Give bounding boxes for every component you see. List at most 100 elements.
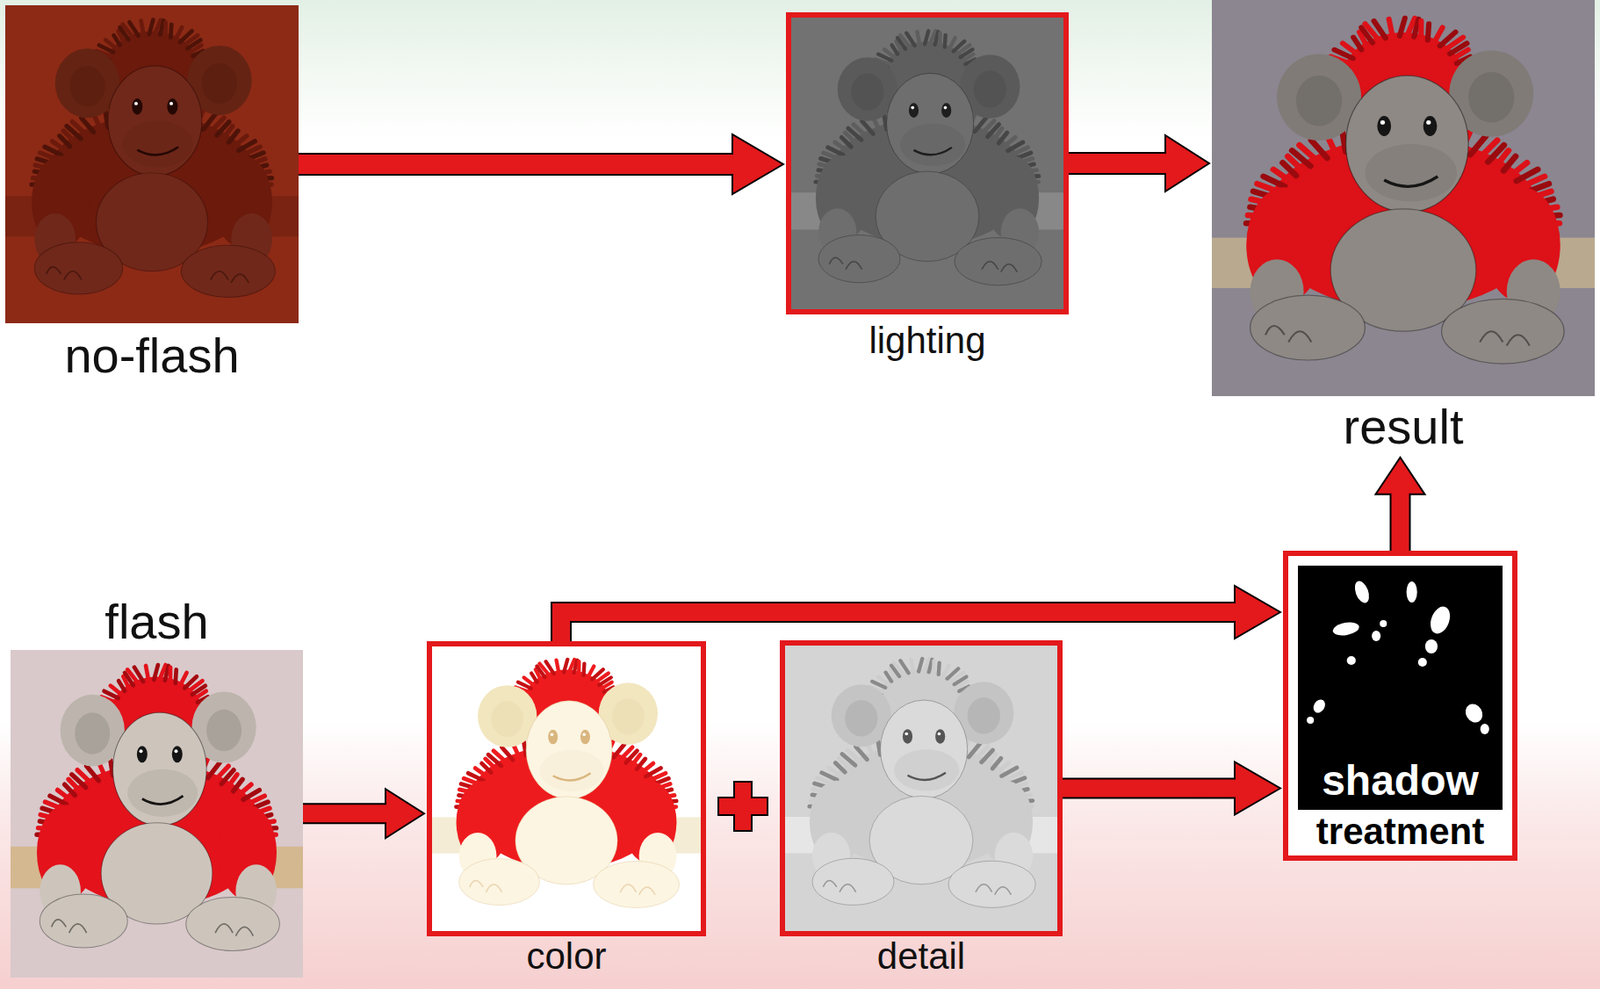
illustration-shape [1211,0,1595,397]
illustration-shape [166,98,178,115]
illustration-shape [861,121,873,135]
photo-illustration [785,645,1058,931]
illustration-shape [850,72,884,110]
illustration-shape [1426,120,1431,125]
illustration-shape [136,745,148,763]
illustration-shape [1346,75,1470,213]
illustration-shape [201,63,238,104]
illustration-shape [1297,565,1503,810]
illustration-shape [501,747,513,761]
image-panel: result [1211,0,1595,455]
illustration-shape [1374,21,1386,38]
arrow-connector [302,788,425,838]
panel-label: no-flash [64,328,239,384]
panel-label: flash [104,594,209,650]
illustration-shape [127,768,198,816]
illustration-shape [180,672,187,685]
illustration-shape [105,40,116,50]
illustration-shape [145,665,149,681]
illustration-shape [233,778,243,791]
illustration-shape [526,700,613,800]
illustration-shape [175,27,182,40]
illustration-shape [580,729,591,744]
image-panel: color [426,641,707,976]
illustration-shape [34,242,123,295]
panel-label: shadow [1321,757,1479,805]
illustration-shape [588,666,595,678]
arrow-connector [1376,457,1426,551]
plus-symbol [718,781,768,831]
illustration-shape [1376,115,1391,137]
photo-panel [785,12,1069,315]
illustration-shape [142,795,184,804]
illustration-shape [886,72,974,174]
arrow-shaft [561,612,1239,642]
illustration-shape [553,772,591,780]
illustration-shape [1423,115,1438,137]
illustration-shape [168,666,173,681]
illustration-shape [1332,620,1361,638]
illustration-shape [563,659,568,673]
illustration-shape [918,658,923,672]
illustration-shape [141,20,145,35]
illustration-shape [180,245,275,297]
arrowhead [1376,457,1426,495]
illustration-shape [131,98,143,115]
illustration-shape [929,659,933,673]
arrowhead [1234,585,1281,639]
illustration-shape [855,746,867,760]
arrow-shaft [1391,490,1410,551]
label-group: no-flash [64,328,239,384]
illustration-shape [937,732,942,736]
process-box: shadowtreatment [1282,550,1518,861]
illustration-shape [229,130,238,143]
illustration-shape [1418,21,1424,38]
label-group: color [526,936,606,976]
illustration-shape [129,21,138,37]
illustration-shape [880,699,968,799]
illustration-shape [1296,75,1342,126]
illustration-shape [844,699,878,736]
illustration-shape [904,732,909,736]
label-group: flash [104,594,209,650]
illustration-shape [153,664,159,680]
illustration-shape [69,65,105,107]
illustration-shape [1418,657,1428,667]
arrow-shaft [1068,153,1169,173]
illustration-shape [1462,700,1486,726]
illustration-shape [954,237,1042,286]
illustration-shape [51,919,254,937]
label-group: result [1343,399,1464,455]
illustration-shape [944,106,948,110]
illustration-shape [524,677,534,685]
illustration-shape [1380,120,1385,125]
illustration-shape [1503,156,1516,171]
illustration-shape [1480,723,1490,735]
arrow-connector [561,585,1281,642]
illustration-shape [168,24,174,38]
panel-label: result [1343,399,1464,455]
illustration-shape [1364,144,1457,202]
illustration-shape [941,102,952,118]
illustration-shape [186,896,281,951]
arrow-shaft [302,804,390,822]
illustration-shape [1425,639,1438,654]
illustration-shape [924,30,929,44]
illustration-shape [1371,630,1381,642]
photo-panel [426,641,707,937]
illustration-shape [828,257,1017,273]
illustration-shape [149,20,154,35]
arrow-connector [298,134,784,195]
illustration-shape [906,33,915,46]
illustration-shape [74,712,110,754]
arrowhead [1234,762,1281,815]
illustration-shape [165,665,169,681]
illustration-shape [943,35,948,48]
illustration-shape [1399,18,1406,37]
illustration-shape [81,117,94,132]
photo-panel [5,5,299,324]
illustration-shape [550,732,555,736]
arrow-shaft [1062,779,1239,798]
illustration-shape [172,669,179,683]
